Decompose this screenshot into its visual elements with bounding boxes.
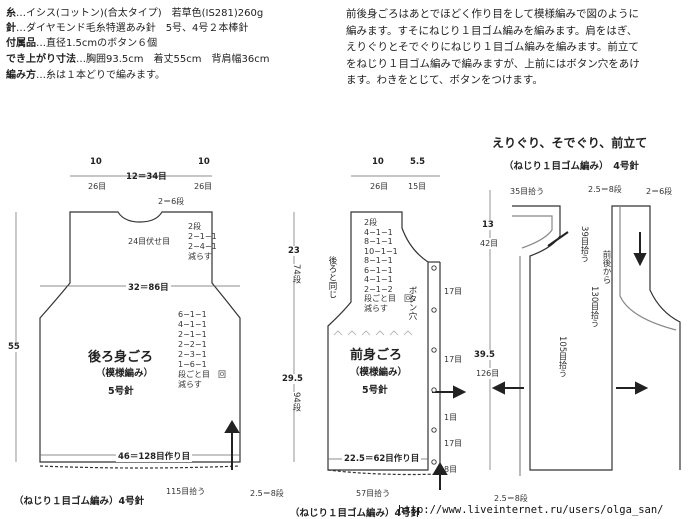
front-band-rows: 1目 (444, 413, 458, 422)
back-ribbing-height: 2.5＝8段 (250, 489, 284, 498)
front-ribbing-line (327, 469, 441, 476)
front-armhole-cm: 23 (288, 246, 300, 256)
spec-notions: 付属品…直径1.5cmのボタン６個 (6, 38, 158, 49)
back-neck-width: 12＝34目 (126, 172, 167, 182)
edging-front-st-upper: 42目 (480, 238, 499, 249)
front-needle: 5号針 (362, 385, 388, 396)
front-body-cm: 29.5 (282, 374, 303, 384)
back-neck-bindoff: 24目伏せ目 (128, 237, 171, 246)
front-band-rows: 17目 (444, 439, 463, 448)
back-neck-rows: 2＝6段 (158, 197, 185, 206)
instructions: 前後身ごろはあとでほどく作り目をして模様編みで図のように 編みます。すそにねじり… (346, 6, 640, 89)
edging-front-edge: 105目拾う (557, 336, 567, 378)
back-height: 55 (8, 342, 20, 352)
instruction-line: えりぐりとそでぐりにねじり１目ゴム編みを編みます。前立て (346, 41, 639, 53)
back-cast-on: 46＝128目作り目 (116, 450, 193, 462)
front-band-cm: 5.5 (410, 157, 426, 167)
back-shoulder-right-cm: 10 (198, 157, 210, 167)
back-shoulder-left-cm: 10 (90, 157, 102, 167)
instruction-line: 編みます。すそにねじり１目ゴム編みを編みます。肩をはぎ、 (346, 24, 638, 37)
instruction-line: ます。わきをとじて、ボタンをつけます。 (346, 74, 543, 86)
back-needle: 5号針 (108, 386, 134, 397)
front-band-rows: 17目 (444, 355, 463, 364)
instruction-line: をねじり１目ゴム編みで編みますが、上前にはボタン穴をあけ (346, 57, 640, 70)
edging-title: えりぐり、そでぐり、前立て (492, 136, 648, 150)
edging-bottom-band: 2.5＝8段 (494, 494, 528, 503)
back-shoulder-right-st: 26目 (194, 182, 213, 191)
front-body-outline (327, 211, 429, 471)
edging-front-cm-lower: 39.5 (474, 350, 495, 360)
front-cast-on: 22.5＝62目作り目 (342, 452, 422, 464)
front-shoulder-st: 26目 (370, 182, 389, 191)
front-same-as-back: 後ろと同じ (327, 256, 337, 299)
back-ribbing-st: 115目拾う (166, 487, 206, 496)
watermark-url: http://www.liveinternet.ru/users/olga_sa… (398, 504, 664, 516)
front-pattern: （模様編み） (350, 367, 408, 378)
back-title: 後ろ身ごろ (88, 350, 154, 365)
front-band-rows: 8目 (444, 465, 458, 474)
back-ribbing-line (39, 465, 241, 469)
front-title: 前身ごろ (350, 348, 403, 363)
edging-subtitle: （ねじり１目ゴム編み） 4号針 (504, 161, 639, 172)
edging-front-st-lower: 126目 (476, 368, 500, 379)
buttonhole-label: ボタン穴 (407, 286, 417, 320)
front-ribbing-st: 57目拾う (356, 489, 391, 498)
spec-needle: 針…ダイヤモンド毛糸特選あみ針 5号、4号２本棒針 (6, 23, 249, 34)
front-band-st: 15目 (408, 182, 427, 191)
back-pattern: （模様編み） (96, 368, 154, 379)
front-shoulder-cm: 10 (372, 157, 384, 167)
edging-armhole-pick: 130目拾う (589, 286, 599, 328)
edging-front-cm-upper: 13 (482, 220, 494, 230)
edging-back-neck: 35目拾う (510, 187, 545, 196)
front-armhole-rows: 74段 (290, 264, 302, 284)
edging-outline (512, 205, 681, 471)
spec-method: 編み方…糸は１本どりで編みます。 (6, 70, 165, 81)
back-armhole-decrease: 6−1−1 4−1−1 2−1−1 2−2−1 2−3−1 1−6−1 段ごと目… (178, 310, 226, 389)
spec-size: でき上がり寸法…胸囲93.5cm 着丈55cm 背肩幅36cm (6, 54, 270, 65)
front-neck-decrease: 2段 4−1−1 8−1−1 10−1−1 8−1−1 6−1−1 4−1−1 … (364, 218, 412, 313)
instruction-line: 前後身ごろはあとでほどく作り目をして模様編みで図のように (346, 8, 640, 20)
front-band-rows: 17目 (444, 287, 463, 296)
back-body-outline (39, 211, 241, 463)
edging-band-rows2: 2＝6段 (646, 187, 673, 196)
spec-thread: 糸…イシス(コットン)(合太タイプ) 若草色(IS281)260g (6, 8, 264, 19)
front-ribbing: （ねじり１目ゴム編み）4号針 (290, 508, 421, 519)
edging-side-neck: 39目拾う (579, 226, 589, 263)
front-body-rows: 94段 (290, 392, 302, 412)
edging-band-rows: 2.5＝8段 (588, 185, 622, 194)
back-shoulder-left-st: 26目 (88, 182, 107, 191)
back-neck-decrease: 2段 2−1−1 2−4−1 減らす (188, 222, 217, 261)
back-width: 32＝86目 (126, 281, 171, 293)
back-ribbing: （ねじり１目ゴム編み）4号針 (14, 496, 145, 507)
edging-front-pick: 前後から (601, 250, 611, 284)
